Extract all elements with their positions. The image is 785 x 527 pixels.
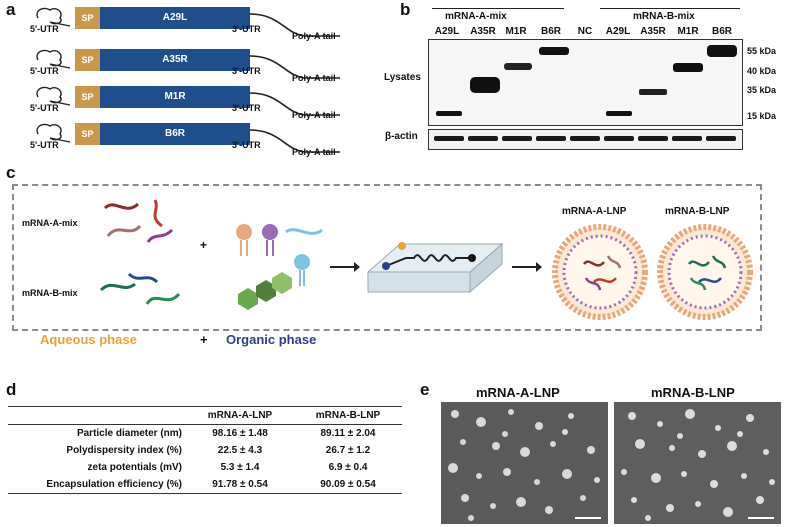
sp-segment: SP bbox=[75, 49, 100, 71]
lane-label: NC bbox=[577, 26, 593, 37]
lnp-properties-table: mRNA-A-LNP mRNA-B-LNP Particle diameter … bbox=[8, 406, 402, 494]
scale-bar bbox=[575, 517, 601, 519]
sp-segment: SP bbox=[75, 86, 100, 108]
mix-a-label: mRNA-A-mix bbox=[22, 218, 78, 228]
plus-sign: + bbox=[200, 238, 208, 252]
panel-label-c: c bbox=[6, 163, 16, 182]
table-header-cell bbox=[8, 406, 186, 425]
utr3-label: 3'-UTR bbox=[232, 24, 261, 34]
mix-b-label: mRNA-B-mix bbox=[22, 288, 78, 298]
polya-tail-icon bbox=[250, 92, 340, 116]
formulation-schematic bbox=[12, 184, 762, 331]
aqueous-phase-label: Aqueous phase bbox=[40, 332, 137, 347]
blot-image bbox=[428, 39, 743, 150]
lipid-components-icon bbox=[236, 224, 323, 310]
tem-image-a bbox=[441, 402, 608, 524]
utr3-label: 3'-UTR bbox=[232, 66, 261, 76]
table-row: Polydispersity index (%) 22.5 ± 4.3 26.7… bbox=[66, 445, 371, 456]
lane-label: B6R bbox=[711, 26, 732, 37]
polya-label: Poly-A tail bbox=[292, 73, 336, 83]
ladder-label: 35 kDa bbox=[747, 85, 777, 95]
lane-label: A29L bbox=[434, 26, 460, 37]
lane-label: A29L bbox=[605, 26, 631, 37]
tem-right-title: mRNA-B-LNP bbox=[651, 385, 735, 400]
panel-label-d: d bbox=[6, 380, 17, 399]
polya-label: Poly-A tail bbox=[292, 31, 336, 41]
lane-label: M1R bbox=[505, 26, 527, 37]
table-row: zeta potentials (mV) 5.3 ± 1.4 6.9 ± 0.4 bbox=[87, 462, 368, 473]
cap-icon bbox=[36, 7, 71, 27]
actin-label: β-actin bbox=[385, 131, 418, 142]
utr5-label: 5'-UTR bbox=[30, 140, 59, 150]
gene-segment: A29L bbox=[100, 7, 250, 29]
lnp-b-title: mRNA-B-LNP bbox=[665, 206, 730, 217]
cap-icon bbox=[36, 86, 71, 106]
arrow-icon bbox=[512, 262, 542, 272]
utr5-label: 5'-UTR bbox=[30, 103, 59, 113]
lysates-label: Lysates bbox=[384, 72, 421, 83]
utr5-label: 5'-UTR bbox=[30, 66, 59, 76]
lnp-a-particle-icon bbox=[552, 224, 648, 320]
mrna-b-strands-icon bbox=[99, 272, 181, 305]
lane-label: A35R bbox=[470, 26, 496, 37]
panel-label-a: a bbox=[6, 0, 16, 19]
polya-label: Poly-A tail bbox=[292, 147, 336, 157]
utr5-label: 5'-UTR bbox=[30, 24, 59, 34]
utr3-label: 3'-UTR bbox=[232, 140, 261, 150]
microfluidic-chip-icon bbox=[366, 242, 504, 294]
mrna-a-strands-icon bbox=[103, 199, 174, 243]
lane-label: M1R bbox=[677, 26, 699, 37]
ladder-label: 15 kDa bbox=[747, 111, 777, 121]
polya-tail-icon bbox=[250, 55, 340, 79]
ladder-label: 40 kDa bbox=[747, 66, 777, 76]
table-header-cell: mRNA-A-LNP bbox=[186, 406, 294, 425]
polya-tail-icon bbox=[250, 129, 340, 153]
tem-image-b bbox=[614, 402, 781, 524]
organic-phase-label: Organic phase bbox=[226, 332, 317, 347]
lane-label: A35R bbox=[640, 26, 666, 37]
group-b-label: mRNA-B-mix bbox=[633, 11, 695, 22]
gene-segment: A35R bbox=[100, 49, 250, 71]
table-row: Particle diameter (nm) 98.16 ± 1.48 89.1… bbox=[76, 428, 376, 439]
plus-sign: + bbox=[200, 332, 208, 347]
arrow-icon bbox=[330, 262, 360, 272]
sp-segment: SP bbox=[75, 7, 100, 29]
polya-label: Poly-A tail bbox=[292, 110, 336, 120]
polya-tail-icon bbox=[250, 13, 340, 37]
cap-icon bbox=[36, 49, 71, 69]
table-row: Encapsulation efficiency (%) 91.78 ± 0.5… bbox=[8, 476, 402, 494]
gene-segment: M1R bbox=[100, 86, 250, 108]
sp-segment: SP bbox=[75, 123, 100, 145]
panel-label-e: e bbox=[420, 380, 430, 399]
utr3-label: 3'-UTR bbox=[232, 103, 261, 113]
lane-label: B6R bbox=[540, 26, 561, 37]
ladder-label: 55 kDa bbox=[747, 46, 777, 56]
gene-segment: B6R bbox=[100, 123, 250, 145]
lnp-a-title: mRNA-A-LNP bbox=[562, 206, 627, 217]
panel-label-b: b bbox=[400, 0, 411, 19]
scale-bar bbox=[748, 517, 774, 519]
table-header-cell: mRNA-B-LNP bbox=[294, 406, 402, 425]
cap-icon bbox=[36, 123, 71, 143]
lnp-b-particle-icon bbox=[657, 224, 753, 320]
tem-left-title: mRNA-A-LNP bbox=[476, 385, 560, 400]
group-a-label: mRNA-A-mix bbox=[445, 11, 507, 22]
